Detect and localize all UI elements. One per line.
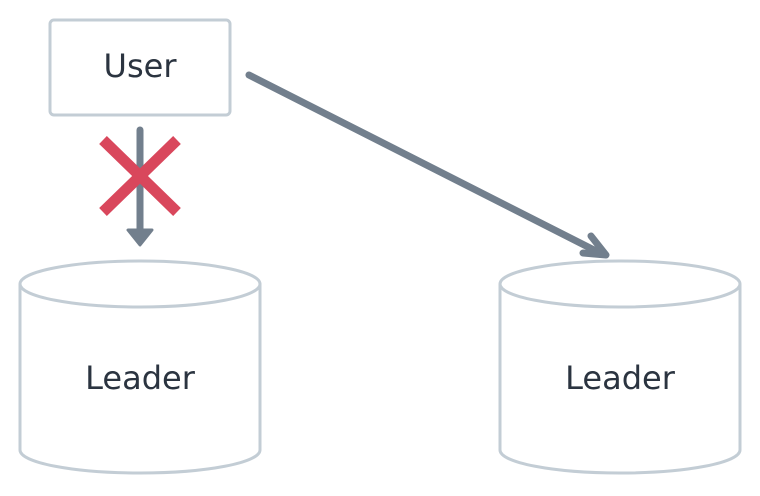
leader-node-left: Leader [18, 259, 262, 475]
leader-node-right: Leader [498, 259, 742, 475]
blocked-arrow-head [126, 228, 154, 247]
edge-user-to-leader-left [99, 126, 181, 247]
user-node: User [48, 18, 232, 117]
leader-right-label: Leader [565, 359, 676, 397]
database-cylinder-top [498, 259, 742, 309]
database-cylinder-body [18, 284, 262, 475]
user-node-box [48, 18, 232, 117]
edge-user-to-leader-right [245, 71, 610, 259]
database-cylinder-top [18, 259, 262, 309]
arrow-shaft [245, 71, 600, 255]
user-node-label: User [104, 47, 178, 85]
cross-icon [99, 136, 181, 216]
database-cylinder-body [498, 284, 742, 475]
arrow-head [579, 232, 610, 259]
leader-left-label: Leader [85, 359, 196, 397]
